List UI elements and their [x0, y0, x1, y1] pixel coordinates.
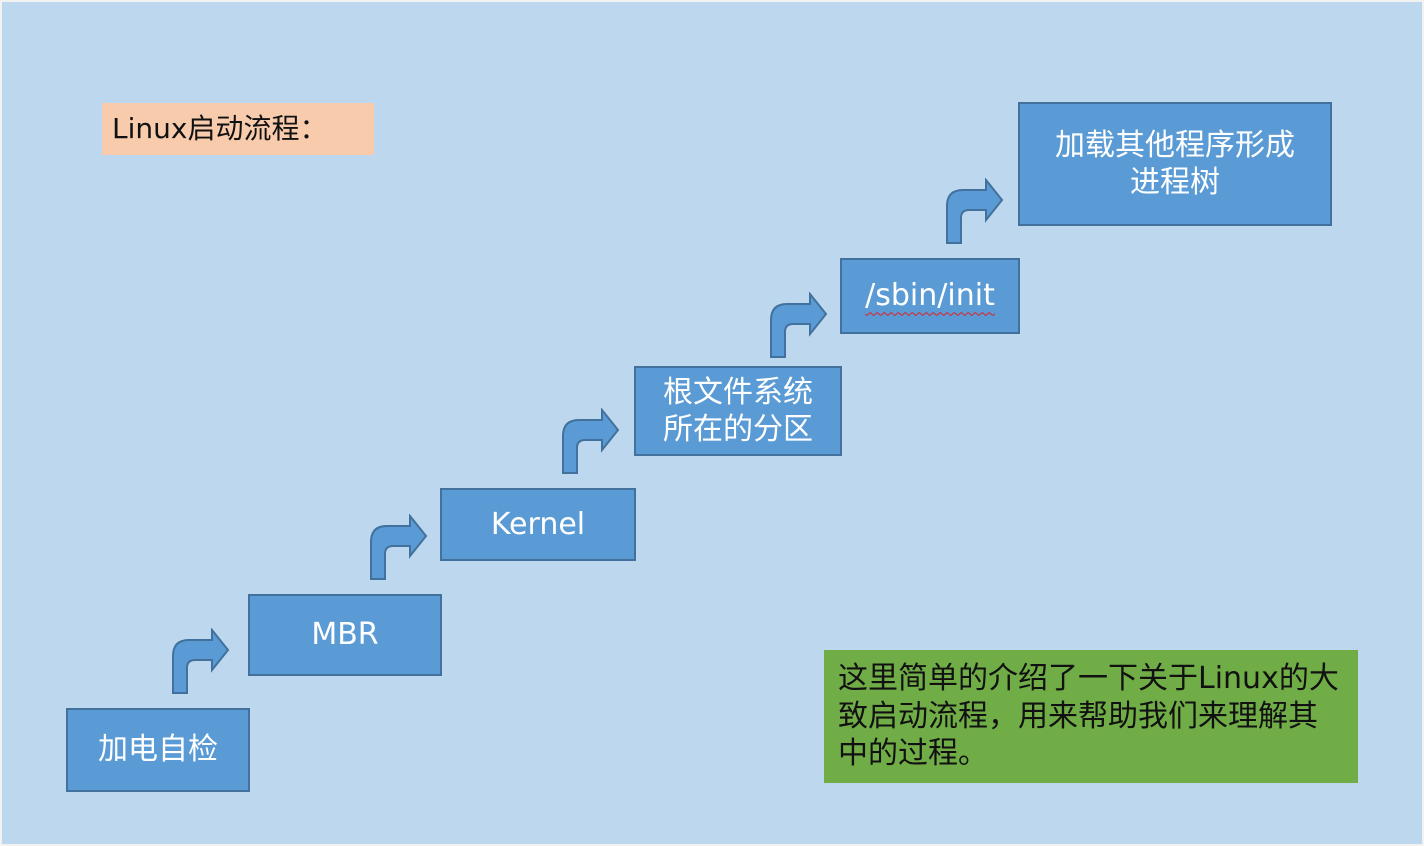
step-label: Kernel: [490, 506, 586, 542]
step-label: MBR: [311, 617, 379, 653]
bent-up-arrow-icon: [946, 178, 1004, 244]
bent-up-arrow-icon: [562, 408, 620, 474]
step-sbin-init: /sbin/init: [840, 258, 1020, 334]
bent-up-arrow-icon: [370, 514, 428, 580]
step-label: 加载其他程序形成 进程树: [1055, 127, 1295, 201]
bent-up-arrow-icon: [770, 292, 828, 358]
step-label: /sbin/init: [865, 278, 995, 314]
step-load-process-tree: 加载其他程序形成 进程树: [1018, 102, 1332, 226]
step-label: 根文件系统 所在的分区: [663, 374, 813, 448]
step-root-filesystem-partition: 根文件系统 所在的分区: [634, 366, 842, 456]
explanation-note: 这里简单的介绍了一下关于Linux的大致启动流程，用来帮助我们来理解其中的过程。: [824, 650, 1358, 783]
step-kernel: Kernel: [440, 488, 636, 561]
step-label: 加电自检: [98, 732, 218, 768]
diagram-title: Linux启动流程：: [102, 103, 374, 155]
step-mbr: MBR: [248, 594, 442, 676]
step-power-on-self-test: 加电自检: [66, 708, 250, 792]
bent-up-arrow-icon: [172, 628, 230, 694]
